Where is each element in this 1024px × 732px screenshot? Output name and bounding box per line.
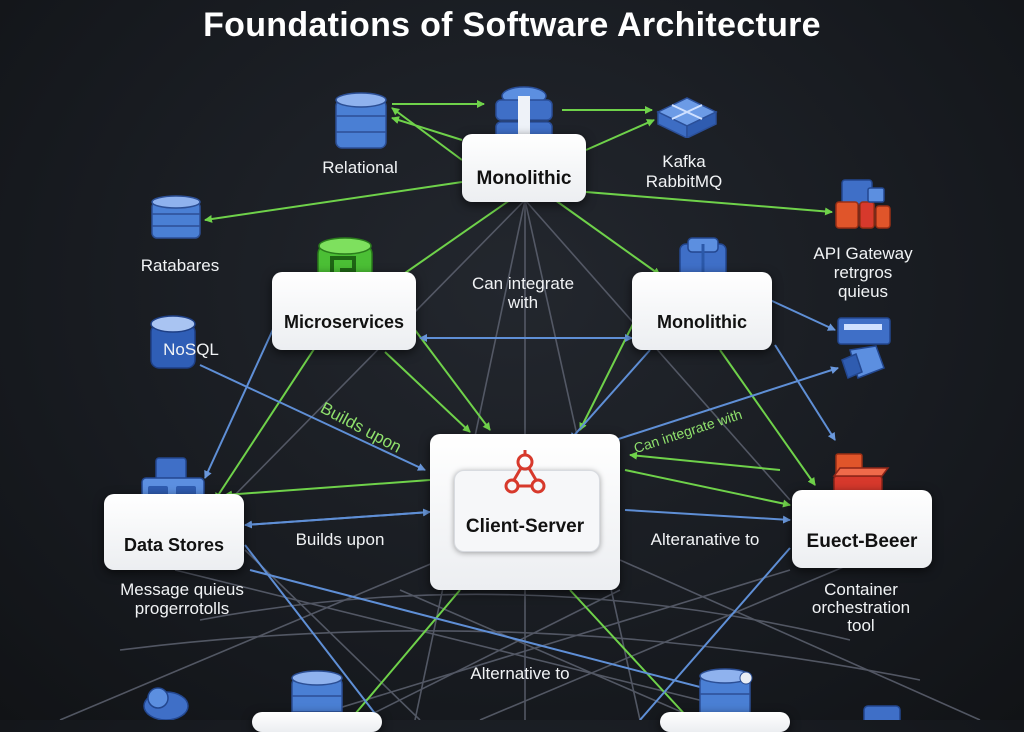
cloud-icon xyxy=(143,687,189,720)
label-ratabares: Ratabares xyxy=(140,256,220,275)
label-quieus: quieus xyxy=(837,282,889,301)
label-protocols: progerrotolls xyxy=(134,599,230,618)
client-server-network-icon xyxy=(504,450,546,494)
label-retrogros: retrgros xyxy=(833,263,893,282)
label-api-gateway: API Gateway xyxy=(813,244,913,263)
label-container: Container xyxy=(824,580,898,599)
client-server-inner-panel xyxy=(454,470,600,552)
node-label: Client-Server xyxy=(465,516,585,537)
label-builds-upon: Builds upon xyxy=(295,530,385,549)
node-bottom-left-partial xyxy=(252,712,382,732)
label-tool: tool xyxy=(847,616,875,635)
node-label: Monolithic xyxy=(657,311,747,332)
label-relational: Relational xyxy=(322,158,398,177)
label-alternative-to-bottom: Alternative to xyxy=(470,664,570,683)
label-nosql: NoSQL xyxy=(163,340,219,359)
diagram-title: Foundations of Software Architecture xyxy=(203,6,821,44)
node-monolithic-right[interactable]: Monolithic xyxy=(632,272,772,350)
storage-icon xyxy=(863,705,901,720)
node-event-peer[interactable]: Euect-Beeer xyxy=(792,490,932,568)
node-label: Monolithic xyxy=(476,168,572,189)
node-monolithic-top[interactable]: Monolithic xyxy=(462,134,586,202)
label-orchestration: orchestration xyxy=(811,598,911,617)
label-can-integrate-with: with xyxy=(507,293,539,312)
database-icon xyxy=(151,195,201,239)
label-rabbitmq: RabbitMQ xyxy=(645,172,723,191)
label-can-integrate: Can integrate xyxy=(471,274,575,293)
node-label: Data Stores xyxy=(123,534,225,555)
label-kafka: Kafka xyxy=(662,152,706,171)
database-icon xyxy=(291,670,343,720)
container-icon xyxy=(837,317,891,380)
node-label: Euect-Beeer xyxy=(806,531,918,552)
node-label: Microservices xyxy=(283,311,405,332)
database-icon xyxy=(335,92,387,149)
api-gateway-icon xyxy=(835,179,891,229)
message-broker-icon xyxy=(656,97,718,138)
node-data-stores[interactable]: Data Stores xyxy=(104,494,244,570)
node-client-server[interactable]: Client-Server xyxy=(430,434,620,590)
label-message-queues: Message quieus xyxy=(120,580,244,599)
label-alternative-to-right: Alteranative to xyxy=(650,530,760,549)
nosql-database-icon xyxy=(150,315,196,369)
node-bottom-right-partial xyxy=(660,712,790,732)
node-microservices[interactable]: Microservices xyxy=(272,272,416,350)
database-icon xyxy=(699,668,753,720)
